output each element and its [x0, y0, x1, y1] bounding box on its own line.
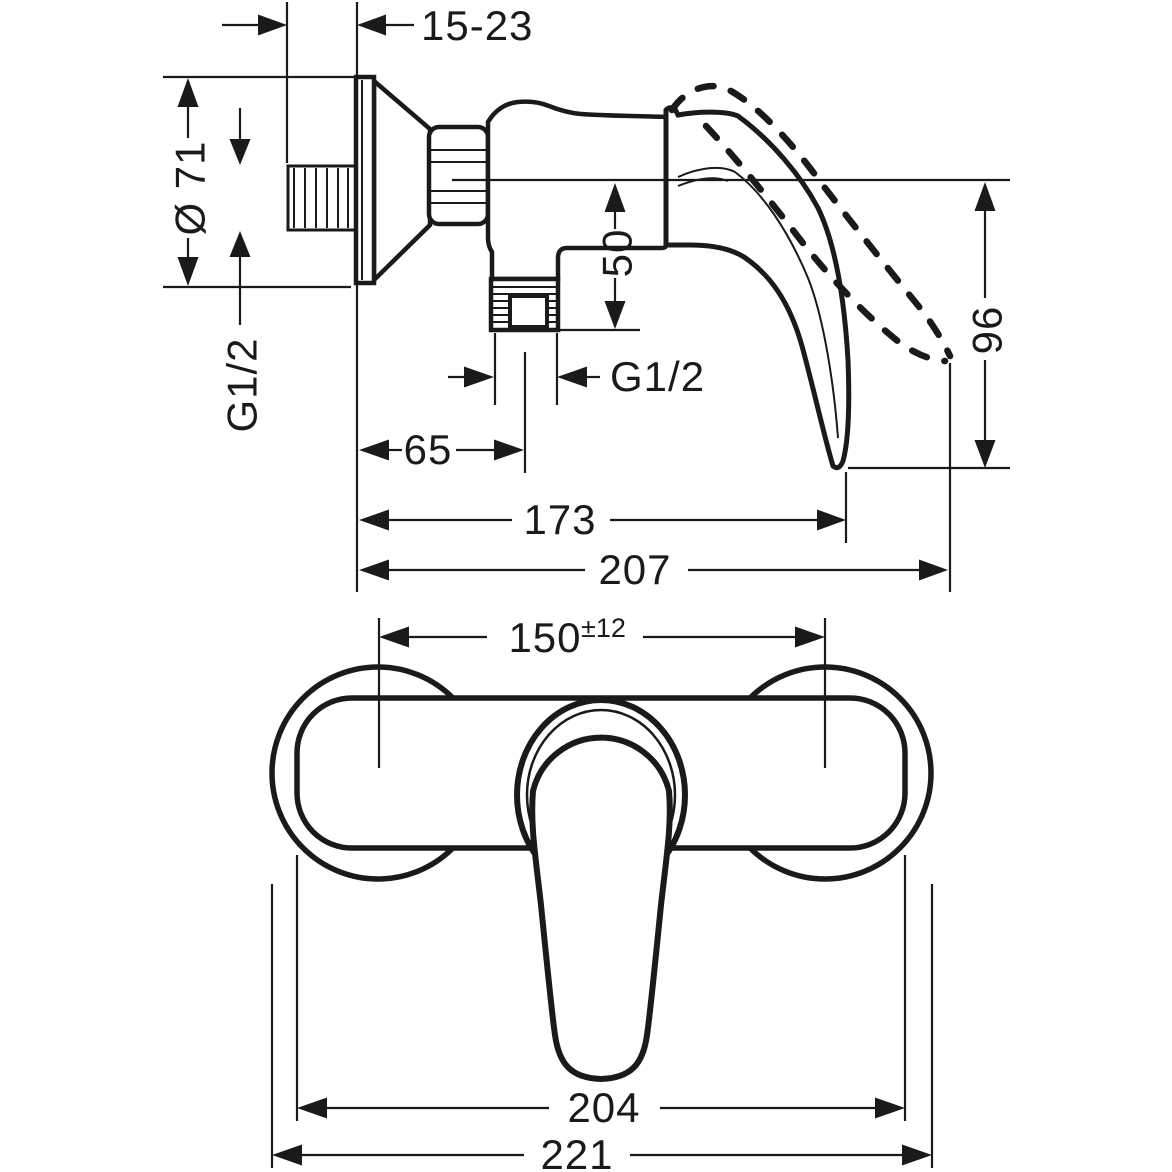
- dim-protrusion: 15-23: [222, 2, 533, 49]
- arrowhead: [258, 14, 287, 36]
- side-view: 15-23 Ø 71 G1/2 50: [163, 2, 1011, 593]
- dim-lever-height-label: 96: [964, 306, 1011, 355]
- escutcheon-face: [353, 74, 377, 286]
- dim-outlet-offset-label: 65: [404, 426, 453, 473]
- dim-outlet-drop-label: 50: [594, 229, 641, 278]
- dim-overall-width-label: 221: [540, 1131, 613, 1172]
- front-view: 150 ±12 204 221: [269, 613, 934, 1172]
- dim-outlet-drop: 50: [594, 183, 641, 329]
- lever-handle: [663, 105, 852, 471]
- dim-outlet-thread-label: G1/2: [610, 353, 705, 400]
- dim-outlet-thread: G1/2: [448, 353, 705, 400]
- dim-overall-width: 221: [270, 884, 934, 1172]
- arrowhead: [357, 14, 386, 36]
- outlet-connector: [488, 276, 561, 333]
- dim-body-width-label: 204: [567, 1084, 640, 1131]
- outlet-square: [508, 294, 549, 329]
- dim-lever-height: 96: [964, 182, 1011, 468]
- dim-depth-raised-label: 207: [598, 546, 671, 593]
- dim-protrusion-label: 15-23: [421, 2, 533, 49]
- dim-wall-thread-label: G1/2: [219, 337, 266, 432]
- dim-outlet-offset: 65: [359, 426, 524, 473]
- dim-hole-centers-tolerance-label: ±12: [581, 613, 626, 643]
- union-nut: [426, 124, 491, 227]
- dim-depth-lever-closed: 173: [359, 496, 846, 543]
- dim-depth-closed-label: 173: [523, 496, 596, 543]
- dim-escutcheon-diameter-label: Ø 71: [167, 140, 214, 235]
- dim-escutcheon-diameter: Ø 71: [167, 78, 214, 286]
- dim-hole-centers-label: 150: [508, 614, 581, 661]
- wall-connection-pipe: [286, 164, 358, 232]
- escutcheon: [353, 74, 433, 286]
- dim-body-width: 204: [295, 855, 907, 1131]
- dim-wall-thread: G1/2: [219, 108, 266, 433]
- lever-handle-front: [529, 734, 673, 1083]
- dim-depth-lever-raised: 207: [359, 546, 948, 593]
- lever-handle-raised-dashed: [668, 82, 954, 365]
- dim-hole-centers: 150 ±12: [377, 613, 827, 768]
- escutcheon-cone: [371, 76, 433, 286]
